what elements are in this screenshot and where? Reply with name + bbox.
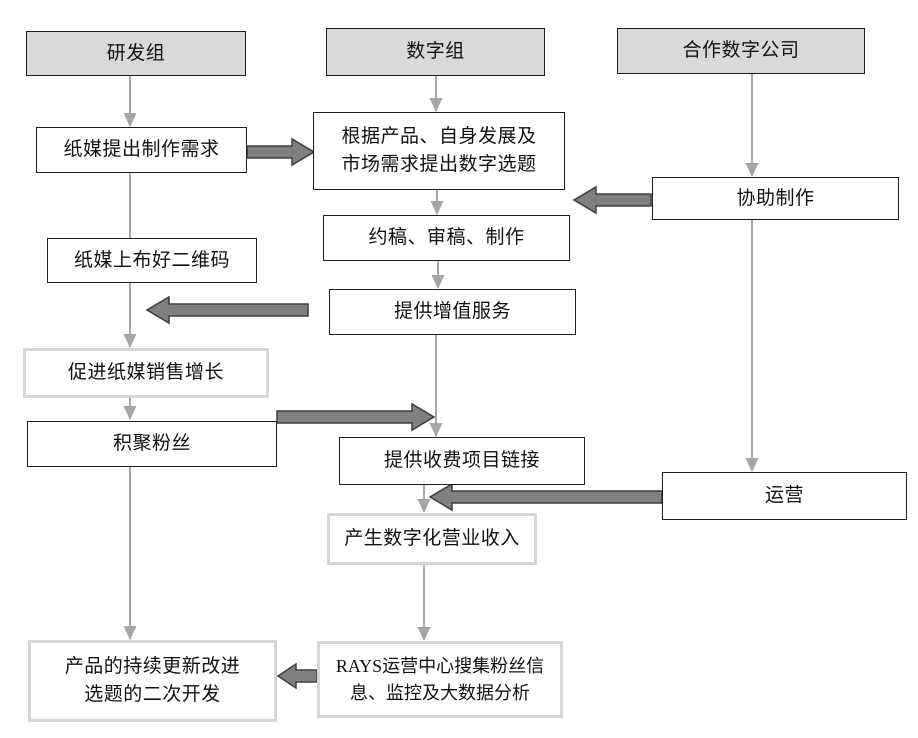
block-arrow-assist-to-topic	[572, 185, 652, 215]
block-arrow-fans-to-paidlinks	[276, 402, 436, 432]
block-arrow-paper-demand-to-topic	[246, 137, 316, 167]
node-product-improve-line1: 产品的持续更新改进	[64, 656, 241, 678]
node-header-digital-group: 数字组	[326, 28, 545, 76]
node-rays-center-line2: 息、监控及大数据分析	[350, 682, 530, 703]
node-product-improve-line2: 选题的二次开发	[84, 684, 221, 705]
node-operation: 运营	[662, 472, 907, 520]
node-draft-review: 约稿、审稿、制作	[323, 215, 570, 261]
node-digital-topic-line2: 市场需求提出数字选题	[341, 154, 537, 175]
node-paper-demand: 纸媒提出制作需求	[36, 127, 247, 173]
node-value-service: 提供增值服务	[329, 289, 576, 335]
node-qr-code: 纸媒上布好二维码	[47, 238, 257, 283]
node-digital-revenue: 产生数字化营业收入	[327, 513, 537, 565]
node-digital-topic: 根据产品、自身发展及 市场需求提出数字选题	[313, 112, 565, 190]
block-arrow-rays-to-improve	[276, 662, 318, 690]
node-gather-fans: 积聚粉丝	[27, 421, 277, 467]
node-digital-topic-line1: 根据产品、自身发展及	[341, 126, 537, 148]
node-rays-center: RAYS运营中心搜集粉丝信 息、监控及大数据分析	[317, 641, 563, 718]
block-arrow-value-to-left-column	[145, 295, 309, 325]
node-assist-produce: 协助制作	[652, 177, 899, 220]
node-product-improve: 产品的持续更新改进 选题的二次开发	[28, 640, 277, 722]
block-arrow-operation-to-middle	[428, 482, 663, 512]
node-header-partner-company: 合作数字公司	[617, 28, 865, 74]
node-header-rd-group: 研发组	[26, 31, 246, 76]
node-rays-center-line1: RAYS运营中心搜集粉丝信	[335, 656, 545, 677]
node-paid-links: 提供收费项目链接	[339, 437, 585, 485]
node-promote-sales: 促进纸媒销售增长	[23, 348, 269, 398]
